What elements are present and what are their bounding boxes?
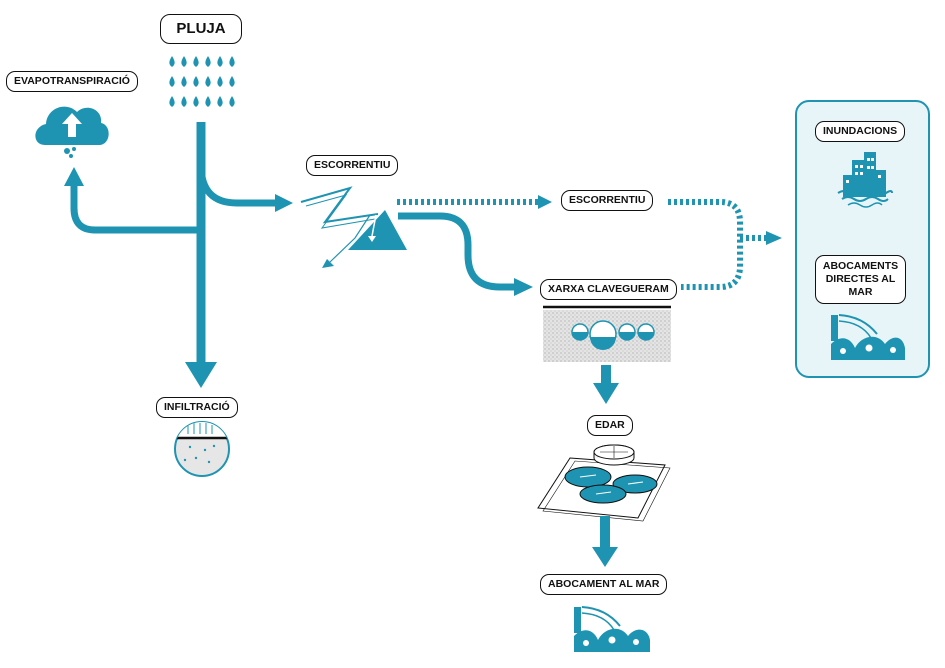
infiltration-arrowhead (185, 362, 217, 388)
city-flood-icon (837, 152, 893, 208)
runoff-label: ESCORRENTIU (561, 190, 654, 211)
roof-runoff-icon (300, 186, 407, 268)
soil-circle-icon (174, 421, 230, 477)
wwtp-to-sea-arrow (592, 547, 618, 567)
rain-label: PLUJA (160, 14, 242, 44)
overflow-dotted-connector (668, 199, 768, 290)
evapotranspiration-arrow (70, 183, 201, 234)
evapotranspiration-label: EVAPOTRANSPIRACIÓ (6, 71, 138, 92)
outfall-wave-icon (574, 606, 650, 652)
runoff-to-sewer-arrow (398, 212, 516, 291)
sea-discharge-label: ABOCAMENT AL MAR (540, 574, 668, 595)
infiltration-label: INFILTRACIÓ (156, 397, 238, 418)
treatment-plant-icon (537, 444, 671, 522)
direct-outfall-icon (831, 314, 905, 360)
outflows-panel (795, 100, 930, 378)
sewer-to-wwtp-arrow (593, 383, 619, 404)
direct-discharges-label: ABOCAMENTS DIRECTES AL MAR (815, 255, 906, 304)
sewer-pipes-icon (543, 305, 671, 362)
cloud-upload-icon (35, 106, 109, 158)
runoff-surface-label: ESCORRENTIU (306, 155, 399, 176)
rain-drops-icon (169, 56, 235, 107)
wwtp-label: EDAR (587, 415, 633, 436)
floods-label: INUNDACIONS (815, 121, 906, 142)
rain-to-runoff-arrow (197, 164, 277, 207)
sewer-label: XARXA CLAVEGUERAM (540, 279, 677, 300)
